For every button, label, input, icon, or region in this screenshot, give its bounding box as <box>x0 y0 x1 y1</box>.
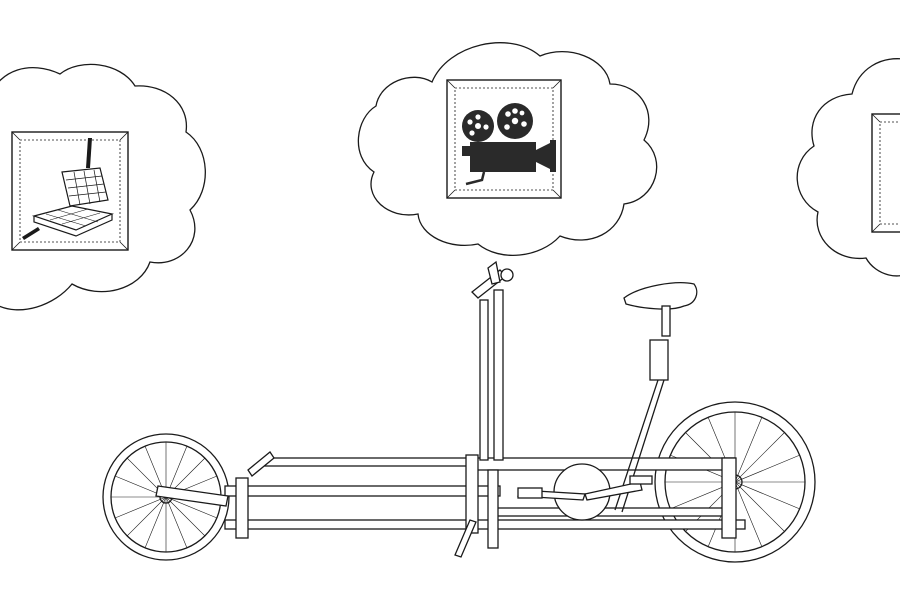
crank-set <box>517 463 653 521</box>
thought-cloud-right <box>796 58 900 277</box>
empty-frame-icon <box>871 113 900 233</box>
cargo-bike-icon <box>102 260 816 563</box>
film-camera-icon <box>462 103 556 186</box>
saddle <box>614 282 698 513</box>
steering-column <box>471 260 514 461</box>
waffle-iron-frame <box>11 131 129 251</box>
thought-cloud-left <box>0 63 206 311</box>
thought-cloud-center <box>357 42 658 256</box>
film-camera-frame <box>446 79 562 199</box>
bike-frame <box>155 451 746 558</box>
waffle-iron-icon <box>22 138 114 240</box>
